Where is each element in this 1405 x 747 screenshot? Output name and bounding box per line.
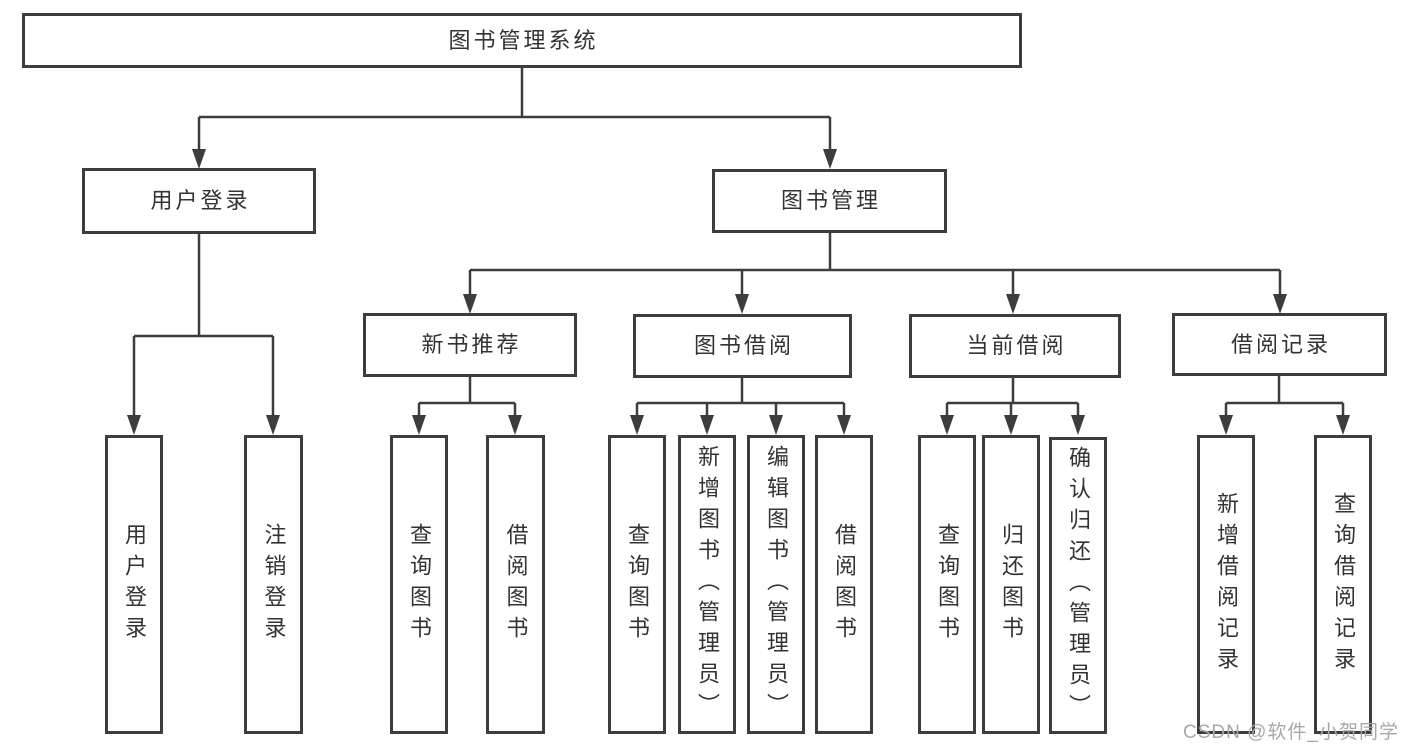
node-current-borrowing: 当前借阅 — [909, 314, 1121, 378]
node-user-login: 用户登录 — [82, 168, 316, 234]
leaf-query-books-borrowing-label: 查询图书 — [625, 522, 650, 647]
node-book-management: 图书管理 — [712, 169, 947, 233]
leaf-add-borrow-record: 新增借阅记录 — [1197, 435, 1255, 734]
leaf-add-book-admin: 新增图书（管理员） — [678, 435, 736, 734]
node-borrow-records: 借阅记录 — [1172, 313, 1387, 376]
connector-user-login-children — [127, 234, 280, 435]
connector-current-borrowing-children — [940, 378, 1085, 435]
node-root: 图书管理系统 — [22, 13, 1022, 68]
leaf-logout-label: 注销登录 — [261, 522, 287, 647]
leaf-confirm-return-admin: 确认归还（管理员） — [1049, 437, 1107, 734]
leaf-borrow-books-borrowing: 借阅图书 — [815, 435, 873, 734]
leaf-user-login: 用户登录 — [105, 435, 163, 734]
leaf-query-borrow-record-label: 查询借阅记录 — [1331, 491, 1356, 678]
node-book-borrowing: 图书借阅 — [633, 314, 852, 378]
leaf-add-borrow-record-label: 新增借阅记录 — [1214, 491, 1239, 678]
leaf-query-books-borrowing: 查询图书 — [608, 435, 666, 734]
node-book-borrowing-label: 图书借阅 — [693, 333, 794, 358]
node-new-book-recommend: 新书推荐 — [363, 313, 577, 377]
leaf-borrow-books-borrowing-label: 借阅图书 — [832, 522, 857, 647]
leaf-confirm-return-admin-label: 确认归还（管理员） — [1066, 446, 1091, 725]
leaf-return-books: 归还图书 — [982, 435, 1040, 734]
leaf-return-books-label: 归还图书 — [999, 522, 1024, 647]
watermark: CSDN @软件_小贺同学 — [1183, 722, 1399, 743]
leaf-edit-book-admin-label: 编辑图书（管理员） — [764, 445, 789, 724]
node-user-login-label: 用户登录 — [150, 188, 251, 213]
leaf-query-books-current: 查询图书 — [918, 435, 976, 734]
leaf-borrow-books-recommend-label: 借阅图书 — [503, 522, 529, 647]
connector-book-borrowing-children — [630, 378, 851, 435]
node-root-label: 图书管理系统 — [448, 27, 599, 53]
leaf-query-books-recommend-label: 查询图书 — [407, 522, 432, 647]
connector-borrow-records-children — [1219, 376, 1350, 435]
leaf-logout: 注销登录 — [244, 435, 303, 734]
connector-new-book-recommend-children — [412, 377, 522, 435]
node-new-book-recommend-label: 新书推荐 — [421, 332, 522, 357]
leaf-query-books-current-label: 查询图书 — [935, 522, 960, 647]
leaf-add-book-admin-label: 新增图书（管理员） — [695, 445, 720, 724]
node-book-management-label: 图书管理 — [780, 188, 881, 213]
leaf-user-login-label: 用户登录 — [122, 522, 147, 647]
connector-root-to-level1 — [192, 68, 837, 169]
leaf-borrow-books-recommend: 借阅图书 — [486, 435, 545, 734]
node-current-borrowing-label: 当前借阅 — [966, 333, 1067, 358]
leaf-query-borrow-record: 查询借阅记录 — [1314, 435, 1372, 734]
connector-book-management-children — [463, 233, 1287, 314]
node-borrow-records-label: 借阅记录 — [1230, 331, 1331, 357]
leaf-query-books-recommend: 查询图书 — [390, 435, 448, 734]
leaf-edit-book-admin: 编辑图书（管理员） — [747, 435, 805, 734]
